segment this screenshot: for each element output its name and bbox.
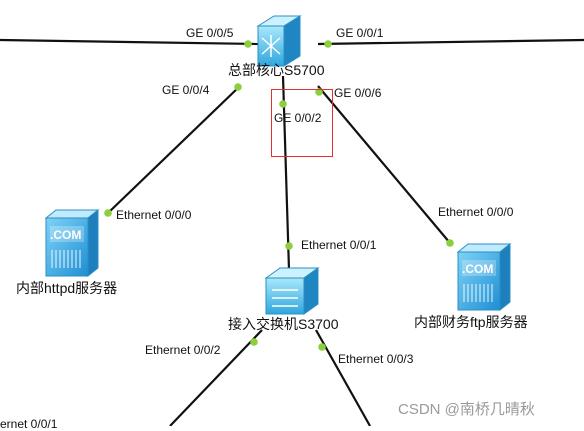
port-dot bbox=[250, 338, 258, 346]
port-dot bbox=[244, 40, 252, 48]
watermark: CSDN @南桥几晴秋 bbox=[398, 401, 535, 418]
ftp-server-label: 内部财务ftp服务器 bbox=[414, 314, 528, 330]
link-core-httpd bbox=[107, 85, 241, 214]
core-switch-label: 总部核心S5700 bbox=[228, 62, 325, 78]
port-label-core-ge001: GE 0/0/1 bbox=[336, 26, 384, 40]
ftp-server-icon[interactable] bbox=[456, 242, 512, 312]
link-left-uplink bbox=[0, 38, 259, 46]
port-label-edge-eth001: ernet 0/0/1 bbox=[0, 417, 58, 431]
port-label-access-eth001: Ethernet 0/0/1 bbox=[301, 238, 377, 252]
port-dots bbox=[104, 40, 454, 351]
ftp-server-badge: .COM bbox=[462, 262, 494, 276]
link-right-uplink bbox=[317, 38, 584, 46]
httpd-server-badge: .COM bbox=[50, 228, 82, 242]
port-label-httpd-eth000: Ethernet 0/0/0 bbox=[116, 208, 192, 222]
access-switch-icon[interactable] bbox=[264, 267, 320, 315]
port-dot bbox=[285, 242, 293, 250]
port-dot bbox=[315, 88, 323, 96]
port-dot bbox=[104, 209, 112, 217]
port-dot bbox=[318, 343, 326, 351]
port-label-core-ge004: GE 0/0/4 bbox=[162, 83, 210, 97]
port-label-ftp-eth000: Ethernet 0/0/0 bbox=[438, 205, 514, 219]
port-dot bbox=[234, 83, 242, 91]
port-dot bbox=[279, 100, 287, 108]
port-label-core-ge006: GE 0/0/6 bbox=[334, 86, 382, 100]
port-dot bbox=[446, 239, 454, 247]
port-label-core-ge005: GE 0/0/5 bbox=[186, 26, 234, 40]
httpd-server-icon[interactable] bbox=[44, 208, 100, 278]
httpd-server-label: 内部httpd服务器 bbox=[16, 280, 118, 296]
port-label-access-eth002: Ethernet 0/0/2 bbox=[145, 343, 221, 357]
port-label-access-eth003: Ethernet 0/0/3 bbox=[338, 352, 414, 366]
port-dot bbox=[324, 40, 332, 48]
access-switch-label: 接入交换机S3700 bbox=[228, 316, 339, 332]
link-core-access bbox=[281, 75, 291, 271]
port-label-core-ge002: GE 0/0/2 bbox=[274, 111, 322, 125]
highlight-box bbox=[271, 89, 333, 157]
link-core-ftp bbox=[317, 85, 451, 244]
link-access-left bbox=[169, 329, 263, 426]
core-switch-icon[interactable] bbox=[256, 15, 302, 67]
